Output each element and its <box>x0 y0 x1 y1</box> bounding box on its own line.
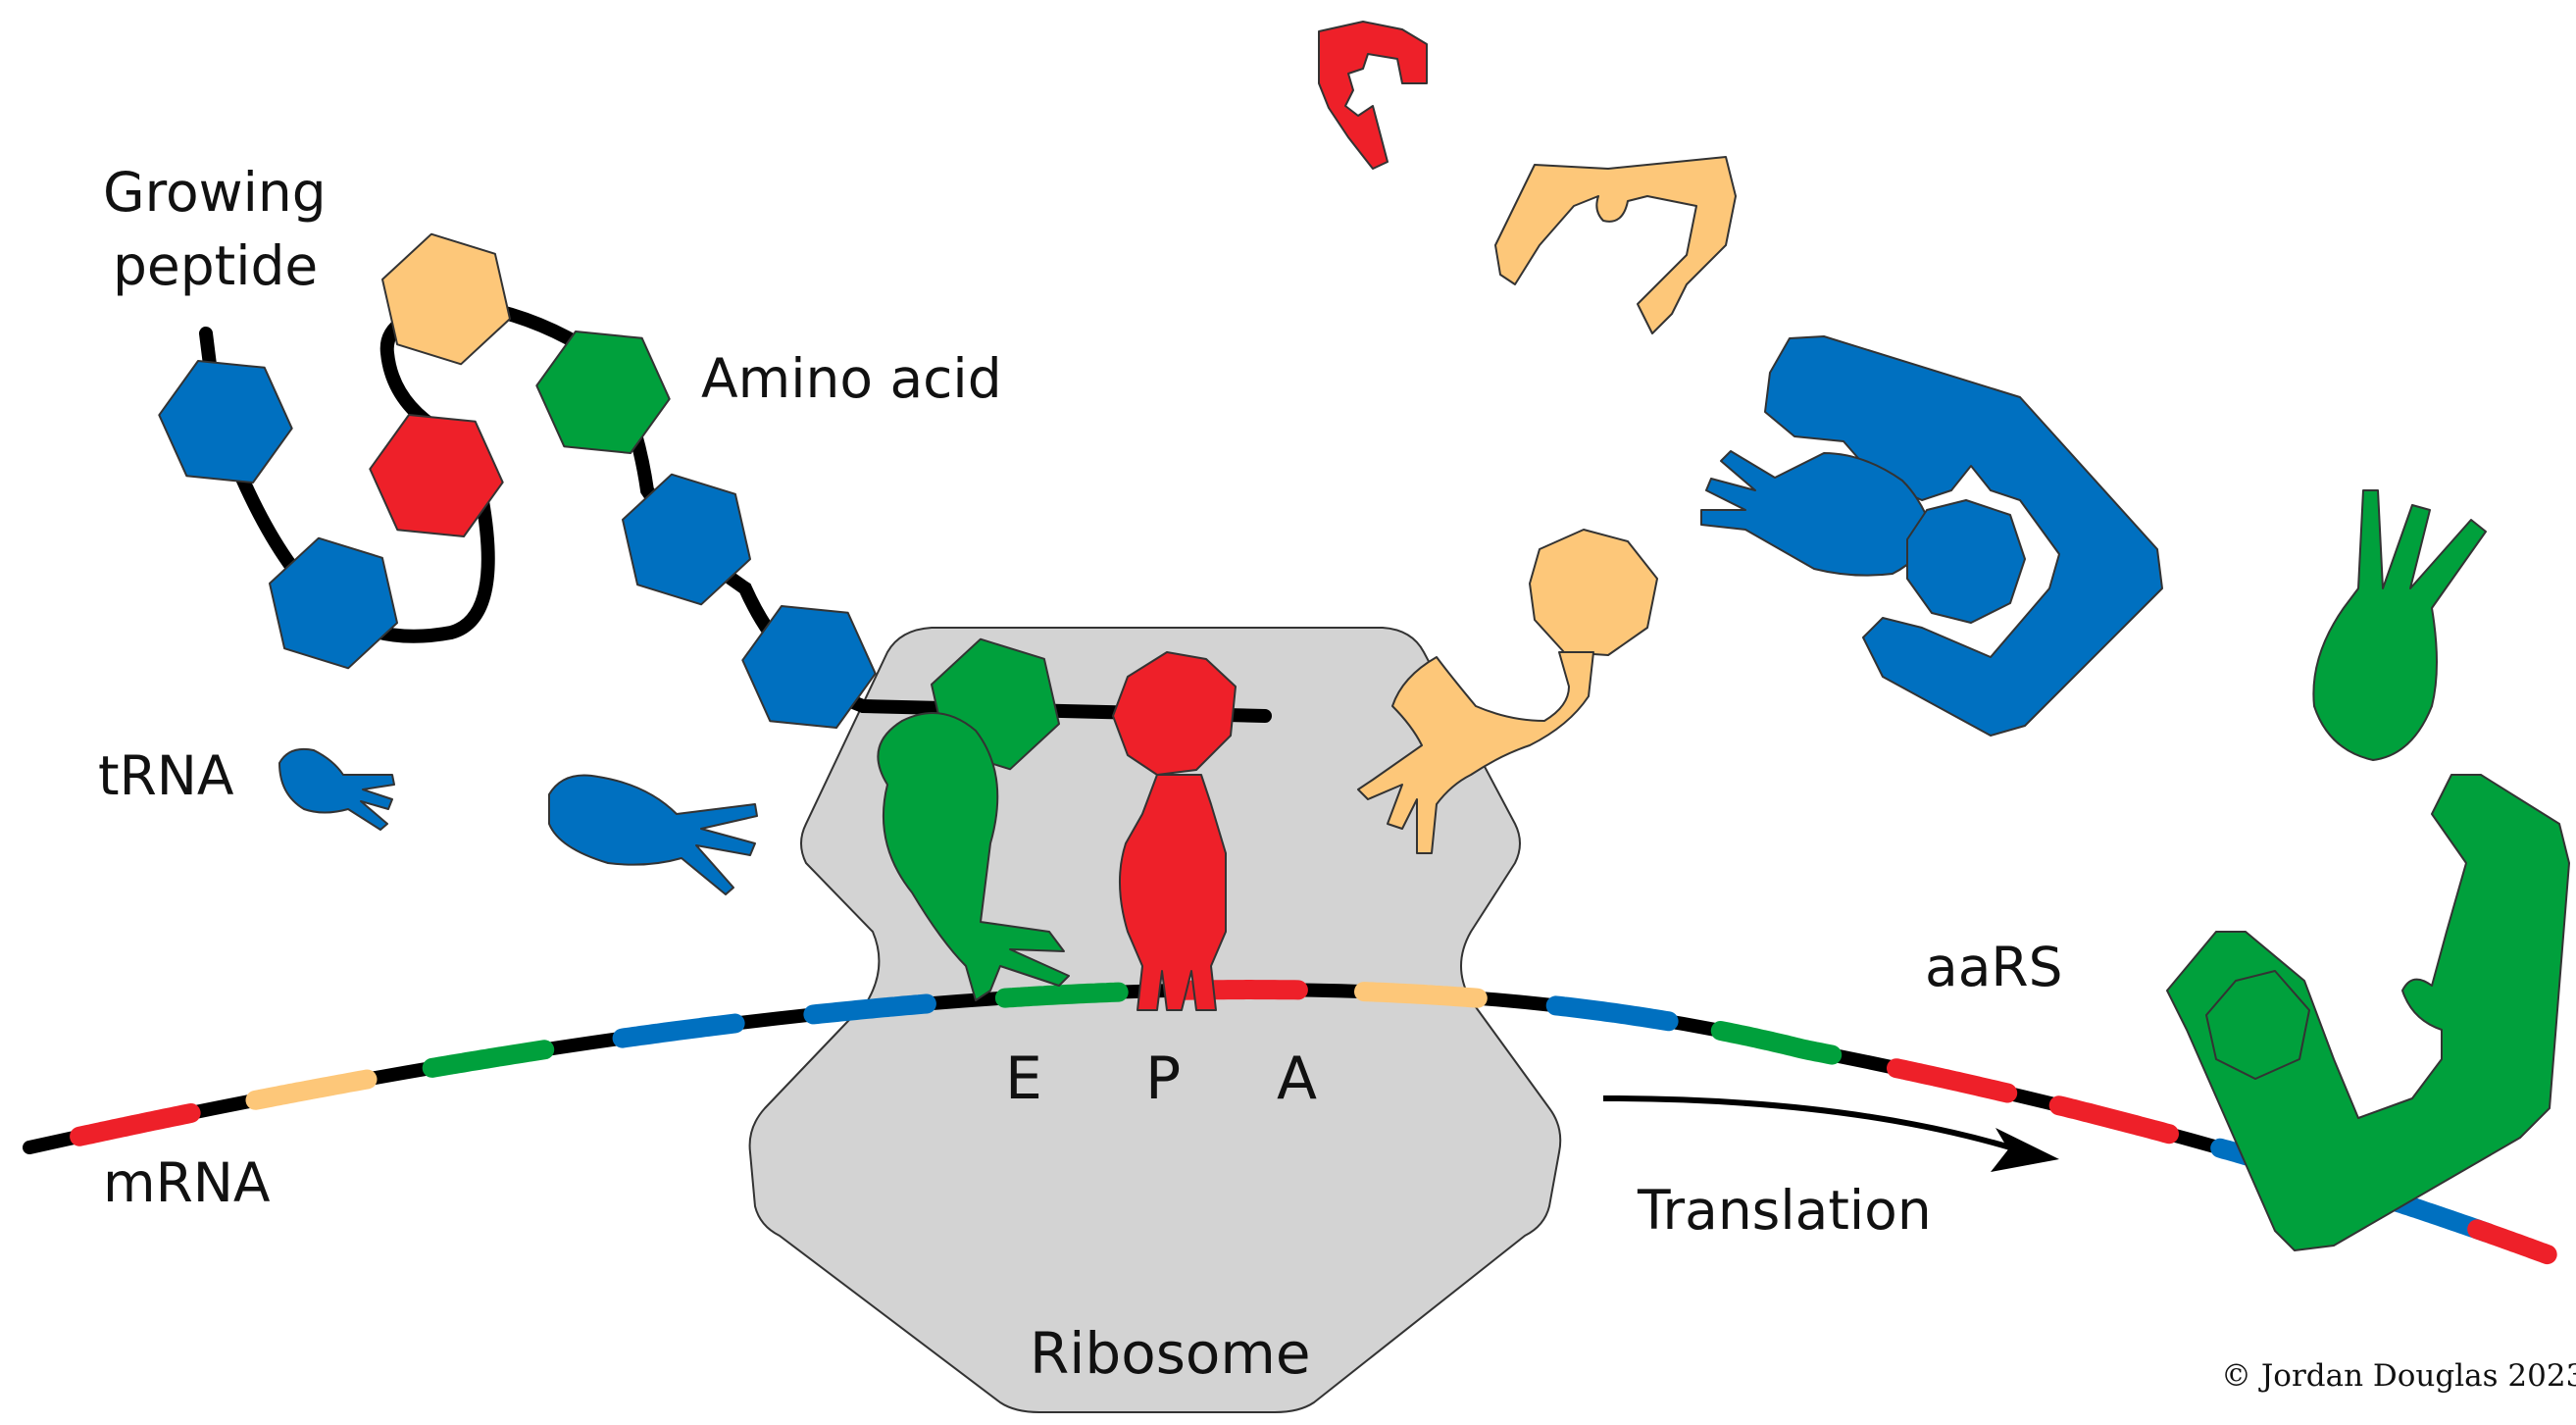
peptide-residues <box>158 232 1060 771</box>
label-trna: tRNA <box>98 744 234 807</box>
amino-acid-residue <box>158 360 293 483</box>
mrna-codon <box>1710 1021 1843 1065</box>
site-label-e: E <box>1005 1044 1042 1113</box>
mrna-codon <box>2048 1095 2179 1145</box>
mrna-codon <box>1545 995 1679 1032</box>
label-amino-acid: Amino acid <box>701 347 1002 410</box>
mrna-codon <box>1354 982 1488 1008</box>
amino-acid-residue <box>381 232 511 366</box>
label-mrna: mRNA <box>103 1151 271 1214</box>
label-aars: aaRS <box>1925 936 2063 998</box>
translation-arrow <box>1602 1095 2059 1172</box>
mrna-codon <box>422 1040 555 1078</box>
mrna-codon <box>803 993 936 1025</box>
aars-blue <box>1700 335 2163 737</box>
label-translation: Translation <box>1637 1179 1932 1242</box>
site-label-a: A <box>1277 1044 1317 1113</box>
label-growing: Growing <box>103 161 327 224</box>
mrna-codon <box>612 1013 745 1048</box>
free-trna-medium <box>548 774 758 895</box>
trna-p-site <box>1112 651 1237 1011</box>
amino-acid-residue <box>369 414 504 537</box>
site-label-p: P <box>1145 1044 1181 1113</box>
label-peptide: peptide <box>113 234 318 297</box>
aars-green <box>2166 774 2570 1251</box>
mrna-codon <box>994 982 1129 1008</box>
aars-red <box>1318 21 1428 170</box>
incoming-trna <box>1357 529 1658 854</box>
label-ribosome: Ribosome <box>1030 1320 1311 1387</box>
amino-acid-residue <box>269 536 398 670</box>
aars-orange <box>1494 156 1737 334</box>
free-trna-small <box>278 747 395 831</box>
amino-acid-residue <box>535 331 671 454</box>
trna-e-site <box>877 712 1070 1001</box>
mrna-codon <box>245 1069 378 1110</box>
mrna-codon <box>2467 1219 2557 1265</box>
amino-acid-residue <box>622 473 751 606</box>
amino-acid-residue <box>741 605 877 729</box>
mrna-codon <box>1887 1058 2018 1103</box>
credit-text: © Jordan Douglas 2023 <box>2221 1358 2576 1394</box>
mrna-codon <box>70 1103 201 1146</box>
free-trna-green <box>2312 489 2487 761</box>
